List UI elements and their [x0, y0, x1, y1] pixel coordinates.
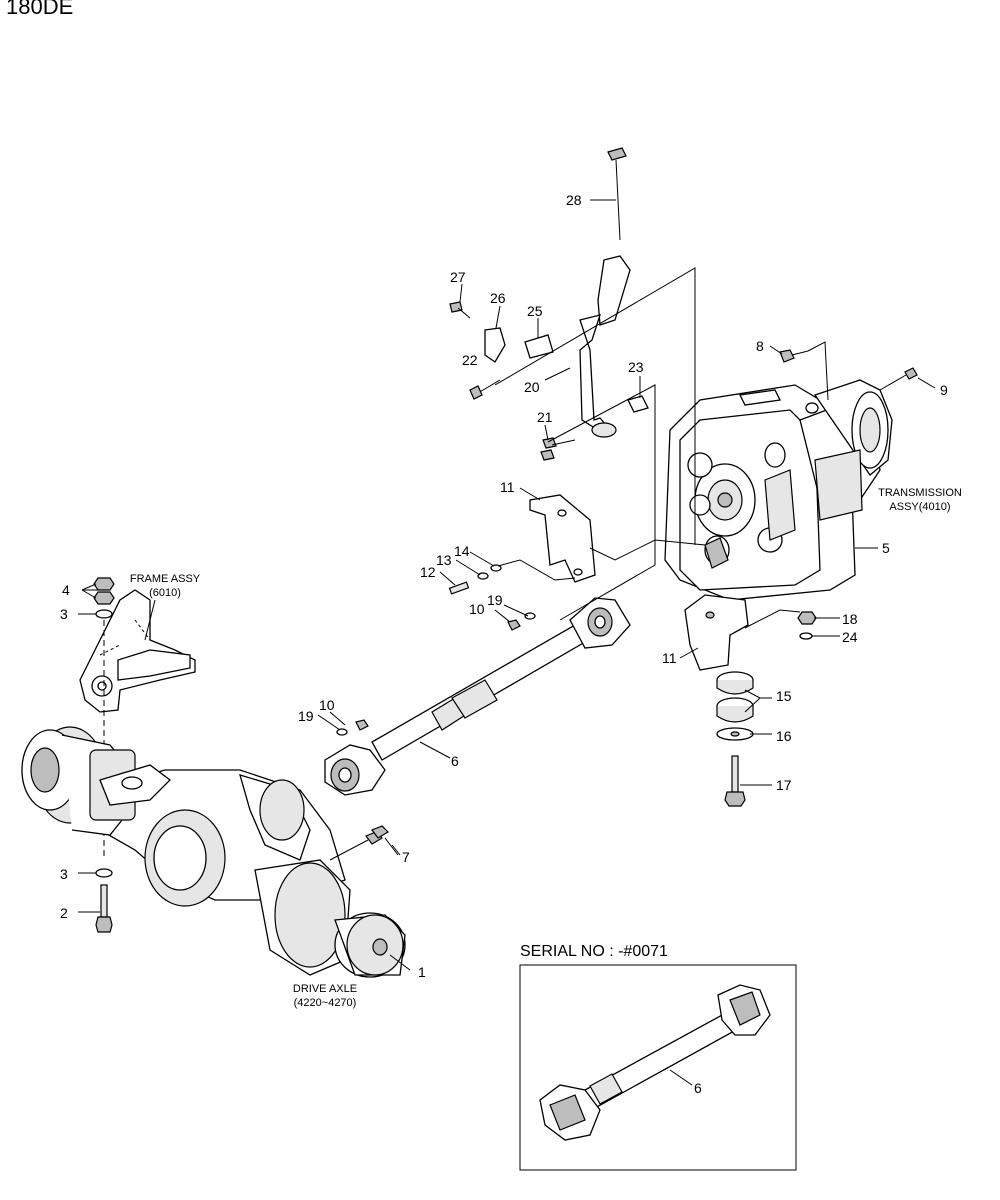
callout-14: 14 — [454, 543, 470, 559]
callout-27: 27 — [450, 269, 466, 285]
axle-bolts-7 — [329, 825, 399, 861]
callout-11-left: 11 — [500, 479, 515, 495]
callout-16: 16 — [776, 728, 792, 744]
callout-23: 23 — [628, 359, 644, 375]
callout-28: 28 — [566, 192, 582, 208]
callout-8: 8 — [756, 338, 764, 354]
callout-5: 5 — [882, 540, 890, 556]
model-title: 180DE — [6, 0, 74, 19]
callout-17: 17 — [776, 777, 792, 793]
callout-1: 1 — [418, 964, 426, 980]
callout-21: 21 — [537, 409, 553, 425]
callout-19-left: 19 — [298, 708, 314, 724]
callout-25: 25 — [527, 303, 543, 319]
serial-inset-frame — [519, 964, 797, 1171]
callout-labels: 1 2 3 3 4 5 6 6 7 8 9 10 10 11 11 12 13 … — [60, 192, 948, 1096]
callout-3-bottom: 3 — [60, 866, 68, 882]
callout-24: 24 — [842, 629, 858, 645]
callout-13: 13 — [436, 552, 452, 568]
callout-15: 15 — [776, 688, 792, 704]
propeller-shaft-part — [324, 597, 631, 796]
right-mount-part — [684, 594, 817, 807]
left-mount-bracket-part — [448, 494, 596, 595]
callout-19-right: 19 — [487, 592, 503, 608]
callout-12: 12 — [420, 564, 436, 580]
callout-7: 7 — [402, 849, 410, 865]
transmission-part — [664, 379, 893, 601]
callout-11-right: 11 — [662, 650, 677, 666]
callout-9: 9 — [940, 382, 948, 398]
callout-10-right: 10 — [469, 601, 485, 617]
drive-axle-part — [21, 726, 406, 978]
callout-22: 22 — [462, 352, 478, 368]
callout-18: 18 — [842, 611, 858, 627]
transmission-assy-code: ASSY(4010) — [889, 501, 950, 513]
callout-10-left: 10 — [319, 697, 335, 713]
callout-4: 4 — [62, 582, 70, 598]
callout-6: 6 — [451, 753, 459, 769]
frame-bracket-part — [79, 589, 196, 713]
serial-number-label: SERIAL NO : -#0071 — [520, 943, 668, 960]
shift-lever-part — [449, 147, 649, 461]
transmission-bolts-8-9 — [779, 349, 918, 391]
callout-20: 20 — [524, 379, 540, 395]
callout-26: 26 — [490, 290, 506, 306]
frame-assy-label: FRAME ASSY — [130, 573, 201, 585]
callout-6-inset: 6 — [694, 1080, 702, 1096]
inset-propeller-shaft-part — [539, 984, 771, 1141]
drive-axle-code: (4220~4270) — [294, 997, 357, 1009]
leader-lines — [78, 199, 936, 971]
drive-axle-label: DRIVE AXLE — [293, 983, 357, 995]
callout-2: 2 — [60, 905, 68, 921]
transmission-assy-label: TRANSMISSION — [878, 487, 962, 499]
callout-3-top: 3 — [60, 606, 68, 622]
frame-assy-code: (6010) — [149, 587, 181, 599]
